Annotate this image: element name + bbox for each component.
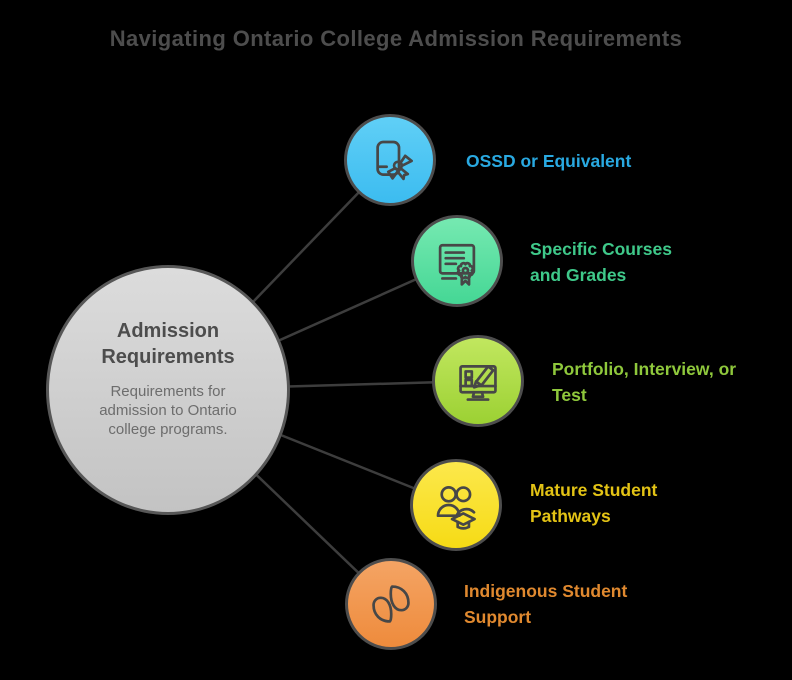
node-specific-courses	[411, 215, 503, 307]
node-label-ossd: OSSD or Equivalent	[466, 151, 632, 171]
central-topic-description: Requirements for admission to Ontario co…	[99, 383, 237, 438]
central-topic-heading: Admission Requirements	[101, 320, 235, 368]
students-gradcap-icon	[436, 485, 476, 530]
node-label-portfolio: Portfolio, Interview, or Test	[552, 359, 737, 405]
central-topic-node: Admission Requirements Requirements for …	[46, 265, 290, 515]
certificate-award-icon	[438, 243, 476, 286]
page-title: Navigating Ontario College Admission Req…	[109, 26, 683, 51]
phone-award-icon	[376, 140, 413, 181]
node-mature-student	[410, 459, 502, 551]
node-portfolio-interview-test	[432, 335, 524, 427]
leaf-s-icon	[372, 585, 410, 623]
monitor-pencil-icon	[459, 365, 497, 401]
node-label-mature-student: Mature Student Pathways	[530, 480, 658, 526]
node-label-specific-courses: Specific Courses and Grades	[530, 239, 672, 285]
node-label-indigenous-support: Indigenous Student Support	[464, 581, 628, 627]
node-indigenous-support	[345, 558, 437, 650]
node-ossd-or-equivalent	[344, 114, 436, 206]
